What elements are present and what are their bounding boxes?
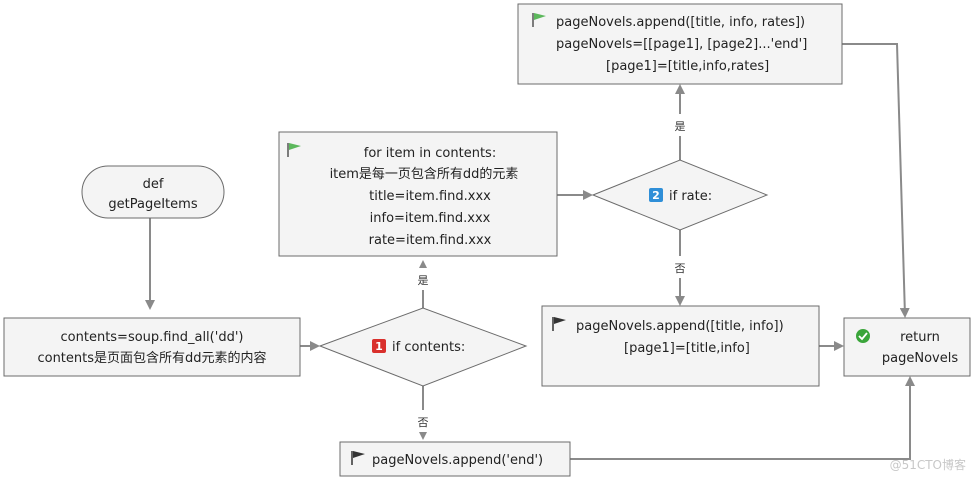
- node-start: def getPageItems: [81, 165, 225, 219]
- start-line-2: getPageItems: [108, 197, 197, 212]
- append-end-line-1: pageNovels.append('end'): [372, 453, 543, 468]
- if-rate-label: if rate:: [669, 189, 712, 204]
- watermark: @51CTO博客: [890, 457, 966, 472]
- black-flag-icon: [351, 451, 365, 465]
- badge-1-icon: 1: [372, 339, 386, 353]
- node-append-info: pageNovels.append([title, info]) [page1]…: [541, 305, 820, 387]
- edge-append-rates-to-return: [842, 43, 910, 318]
- append-rates-line-1: pageNovels.append([title, info, rates]): [556, 15, 805, 30]
- node-append-rates: pageNovels.append([title, info, rates]) …: [517, 3, 843, 85]
- edge-labels: 是 否 是 否: [413, 114, 690, 432]
- node-if-contents: 1 if contents:: [318, 307, 528, 387]
- edge-label-rate-yes: 是: [675, 120, 686, 133]
- svg-text:1: 1: [375, 340, 383, 353]
- loop-line-3: title=item.find.xxx: [369, 189, 491, 204]
- edge-label-contents-no: 否: [418, 416, 429, 429]
- edge-label-contents-yes: 是: [418, 274, 429, 287]
- green-flag-icon: [287, 143, 301, 157]
- node-contents: contents=soup.find_all('dd') contents是页面…: [3, 317, 301, 377]
- node-append-end: pageNovels.append('end'): [339, 441, 571, 477]
- green-flag-icon: [532, 13, 546, 27]
- loop-line-5: rate=item.find.xxx: [369, 233, 492, 248]
- loop-line-1: for item in contents:: [364, 146, 496, 161]
- edge-append-end-to-return: [570, 376, 915, 460]
- badge-2-icon: 2: [649, 188, 663, 202]
- if-contents-label: if contents:: [392, 340, 465, 355]
- loop-line-4: info=item.find.xxx: [370, 211, 491, 226]
- append-info-line-2: [page1]=[title,info]: [624, 341, 750, 356]
- green-check-icon: [856, 329, 870, 343]
- contents-line-2: contents是页面包含所有dd元素的内容: [37, 350, 266, 366]
- return-line-2: pageNovels: [882, 351, 958, 366]
- loop-line-2: item是每一页包含所有dd的元素: [330, 166, 519, 182]
- svg-text:2: 2: [652, 189, 660, 202]
- start-line-1: def: [143, 177, 164, 192]
- black-flag-icon: [552, 317, 566, 331]
- node-if-rate: 2 if rate:: [591, 159, 769, 231]
- node-return: return pageNovels: [843, 317, 971, 377]
- node-loop: for item in contents: item是每一页包含所有dd的元素 …: [278, 131, 558, 257]
- append-rates-line-2: pageNovels=[[page1], [page2]...'end']: [556, 37, 807, 52]
- contents-line-1: contents=soup.find_all('dd'): [61, 330, 244, 345]
- append-info-line-1: pageNovels.append([title, info]): [576, 319, 784, 334]
- edge-label-rate-no: 否: [675, 262, 686, 275]
- append-rates-line-3: [page1]=[title,info,rates]: [606, 59, 769, 74]
- return-line-1: return: [900, 330, 940, 345]
